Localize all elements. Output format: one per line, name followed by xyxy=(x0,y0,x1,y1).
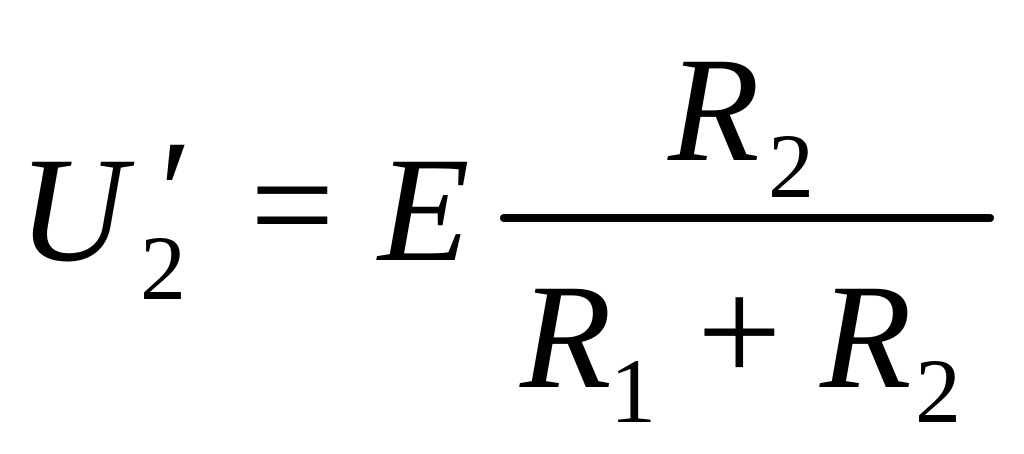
lhs-prime: ′ xyxy=(150,110,183,276)
equals-sign: = xyxy=(250,122,335,288)
lhs-subscript: 2 xyxy=(140,217,186,319)
fraction-bar xyxy=(500,214,994,222)
coefficient-symbol: E xyxy=(378,127,470,293)
denominator-term1-subscript: 1 xyxy=(610,340,656,442)
lhs-symbol: U xyxy=(18,127,127,293)
plus-sign: + xyxy=(697,249,782,415)
denominator-term2-symbol: R xyxy=(820,254,912,420)
numerator-symbol: R xyxy=(668,27,760,193)
denominator-term1-symbol: R xyxy=(520,254,612,420)
denominator-term2-subscript: 2 xyxy=(915,340,961,442)
numerator-subscript: 2 xyxy=(768,115,814,217)
